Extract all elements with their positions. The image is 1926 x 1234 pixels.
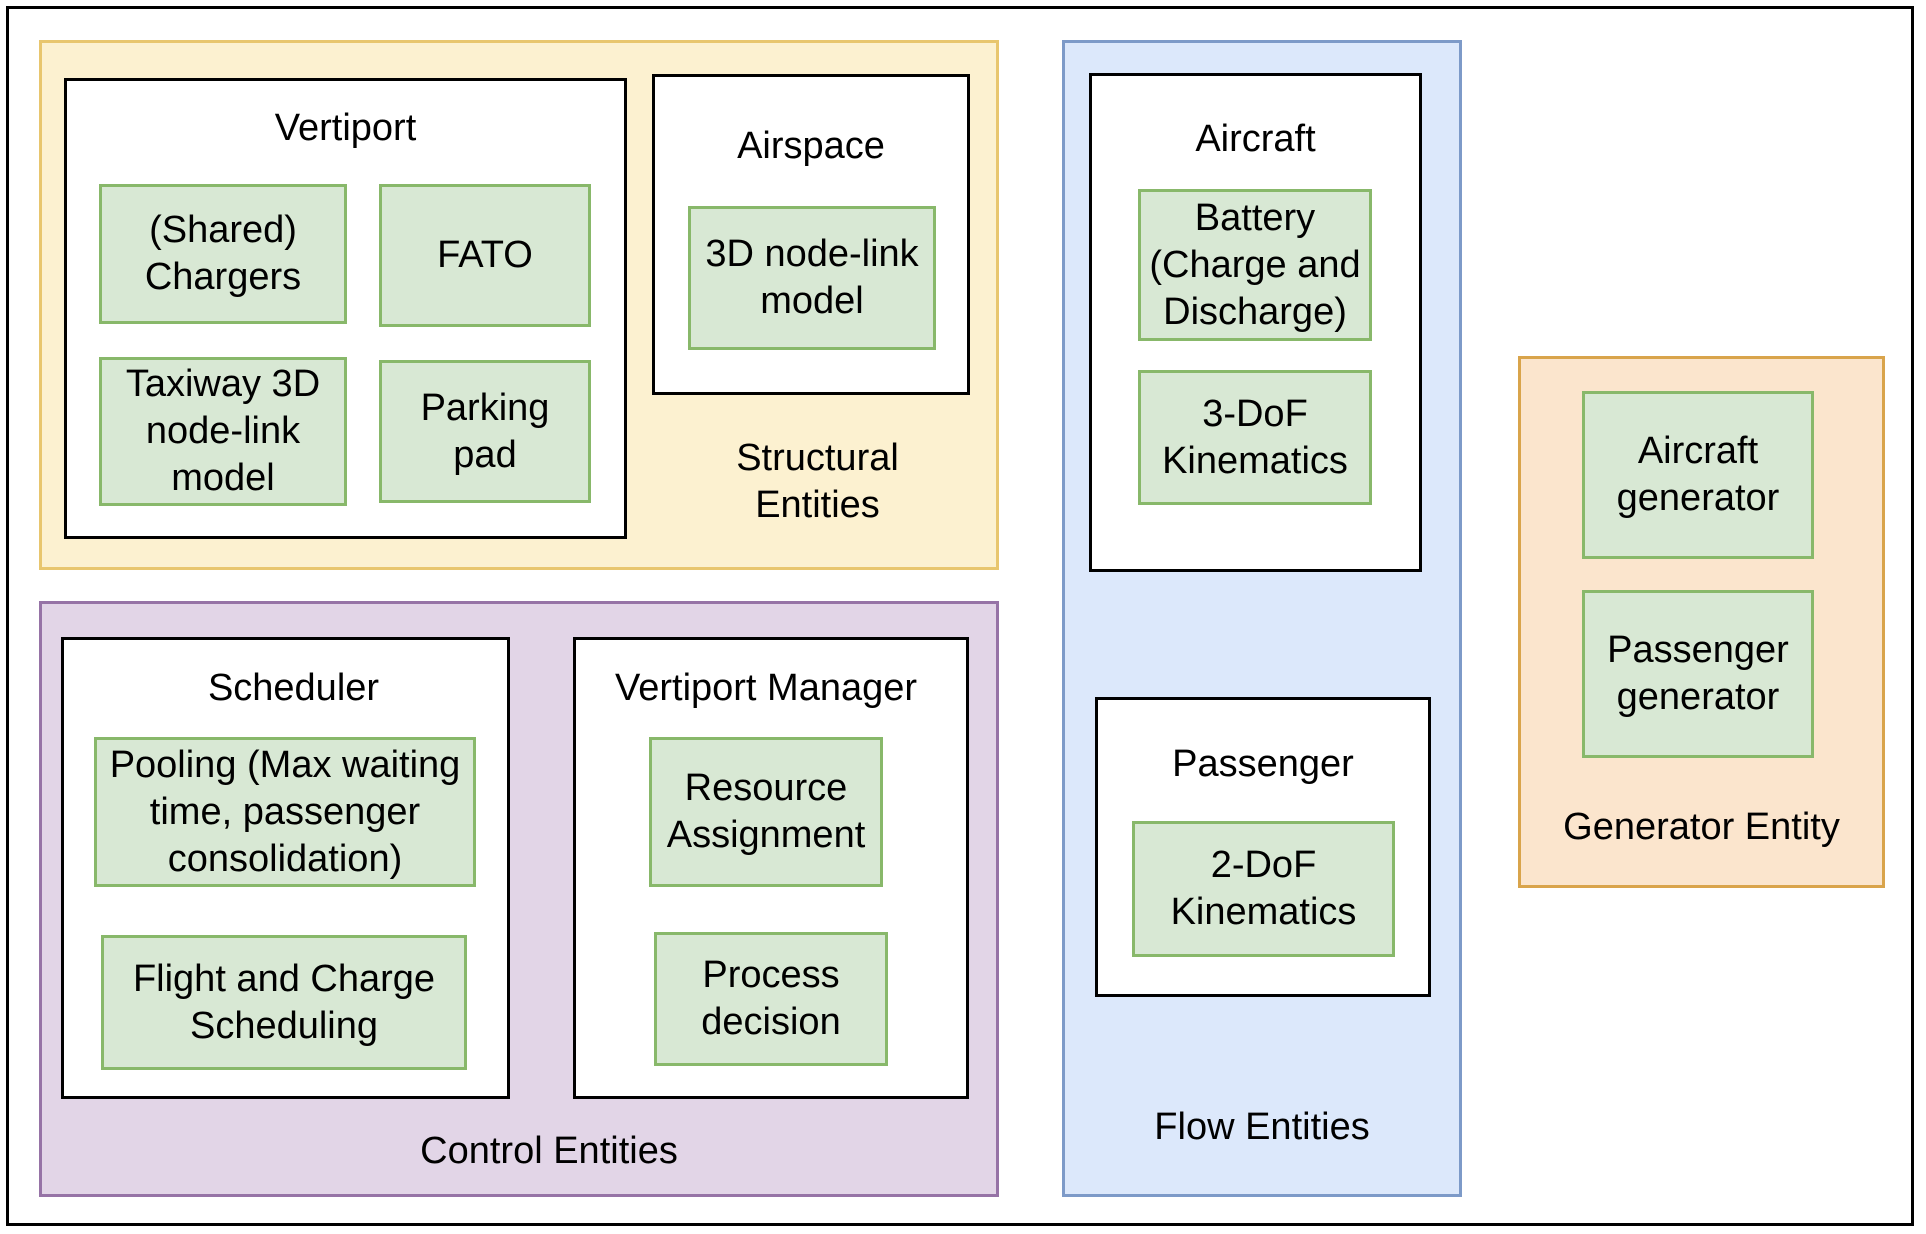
vertiport-manager-title: Vertiport Manager (614, 667, 918, 709)
structural-entities-label: Structural Entities (736, 437, 899, 526)
passenger-generator-node: Passenger generator (1582, 590, 1814, 758)
control-entities-label: Control Entities (420, 1130, 678, 1172)
flow-entities-label: Flow Entities (1154, 1106, 1370, 1148)
passenger-kinematics-node: 2-DoF Kinematics (1132, 821, 1395, 957)
resource-assignment-node: Resource Assignment (649, 737, 883, 887)
pooling-node: Pooling (Max waiting time, passenger con… (94, 737, 476, 887)
flight-charge-scheduling-node: Flight and Charge Scheduling (101, 935, 467, 1070)
parking-pad-node: Parking pad (379, 360, 591, 503)
taxiway-node: Taxiway 3D node-link model (99, 357, 347, 506)
generator-entity-label: Generator Entity (1563, 806, 1840, 848)
scheduler-title: Scheduler (207, 667, 380, 709)
fato-node: FATO (379, 184, 591, 327)
shared-chargers-node: (Shared) Chargers (99, 184, 347, 324)
passenger-title: Passenger (1172, 743, 1354, 785)
vertiport-title: Vertiport (274, 107, 417, 149)
battery-node: Battery (Charge and Discharge) (1138, 189, 1372, 341)
aircraft-title: Aircraft (1195, 118, 1316, 160)
aircraft-generator-node: Aircraft generator (1582, 391, 1814, 559)
process-decision-node: Process decision (654, 932, 888, 1066)
aircraft-kinematics-node: 3-DoF Kinematics (1138, 370, 1372, 505)
airspace-title: Airspace (737, 125, 885, 167)
airspace-node-link-node: 3D node-link model (688, 206, 936, 350)
